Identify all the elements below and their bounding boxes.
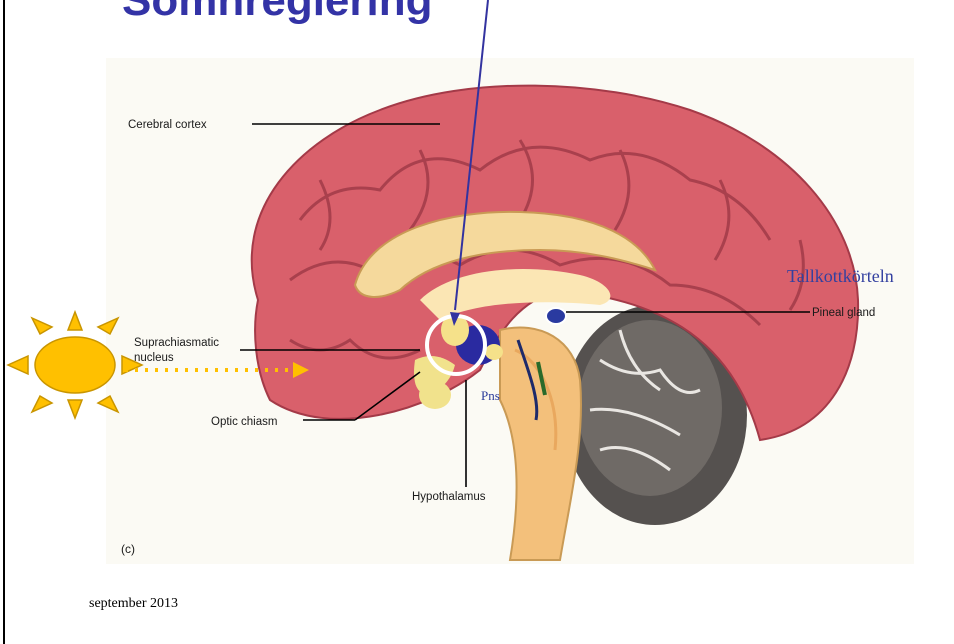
panel-letter: (c): [121, 542, 135, 556]
annotation-tallkottkorteln: Tallkottkörteln: [787, 266, 894, 286]
label-hypothalamus: Hypothalamus: [412, 491, 486, 503]
pineal-gland: [546, 308, 566, 324]
label-suprachiasmatic-line2: nucleus: [134, 352, 174, 364]
label-cerebral-cortex: Cerebral cortex: [128, 119, 207, 131]
label-suprachiasmatic-line1: Suprachiasmatic: [134, 337, 219, 349]
annotation-pns: Pns: [481, 388, 500, 403]
label-optic-chiasm: Optic chiasm: [211, 416, 277, 428]
label-pineal-gland: Pineal gland: [812, 307, 875, 319]
slide-footer-date: september 2013: [89, 596, 178, 612]
